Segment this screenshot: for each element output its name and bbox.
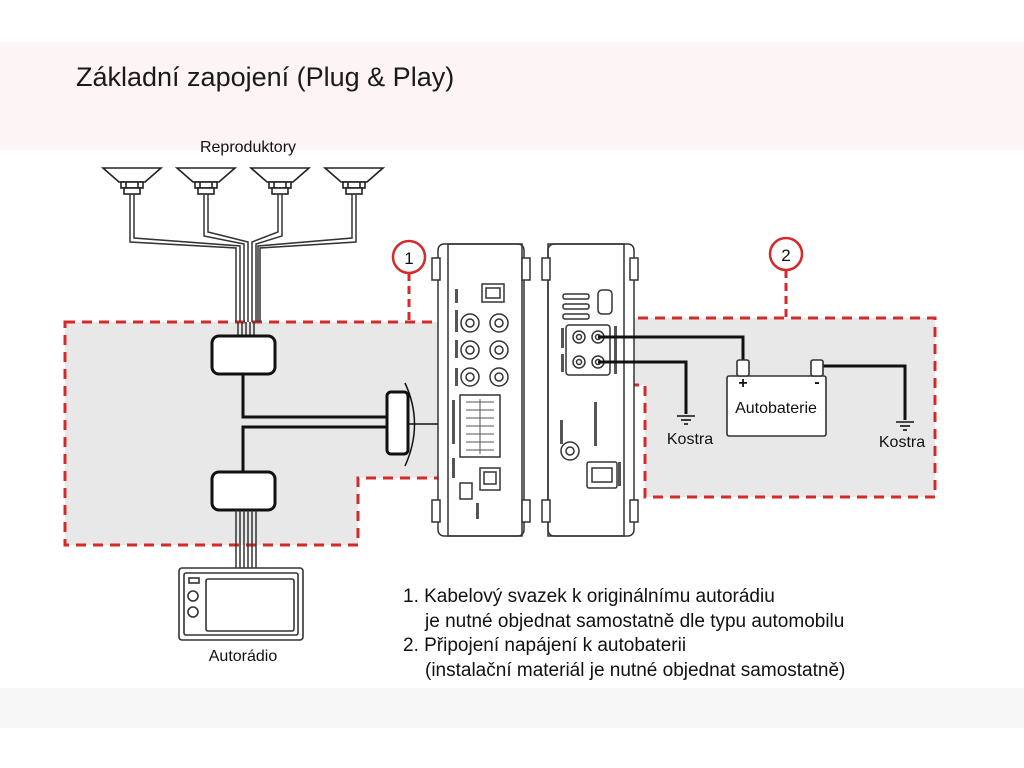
speaker-4-icon — [322, 167, 386, 195]
callout-2-label: 2 — [781, 246, 790, 265]
speaker-wires — [129, 194, 357, 322]
ground-left-icon — [677, 415, 695, 425]
radio-label-bg — [181, 644, 341, 688]
speaker-1-icon — [100, 167, 164, 195]
harness-cables — [241, 374, 389, 472]
speaker-3-icon — [248, 167, 312, 195]
callout-2: 2 — [768, 236, 804, 318]
amp-front-pins — [466, 399, 494, 454]
radio-label: Autorádio — [209, 648, 278, 665]
car-radio-icon — [178, 567, 304, 641]
note-2-line-1: 2. Připojení napájení k autobaterii — [403, 635, 687, 656]
amplifier-back — [541, 243, 639, 537]
note-2-line-2: (instalační materiál je nutné objednat s… — [425, 659, 846, 681]
callout-1: 1 — [391, 239, 427, 322]
ground-right-label: Kostra — [879, 434, 925, 451]
radio-cables — [235, 510, 257, 570]
ground-left-label: Kostra — [667, 431, 713, 448]
amp-plug — [385, 390, 410, 456]
bundle-top — [237, 322, 255, 336]
amp-back-text — [560, 326, 621, 486]
header-band — [0, 42, 1024, 150]
speaker-2-icon — [174, 167, 238, 195]
connector-top — [210, 334, 277, 376]
battery-label: Autobaterie — [735, 400, 817, 417]
note-1-line-2: je nutné objednat samostatně dle typu au… — [425, 610, 845, 632]
ground-right-icon — [896, 421, 914, 431]
callout-1-label: 1 — [404, 249, 413, 268]
connector-bottom — [210, 470, 277, 512]
speakers-label: Reproduktory — [200, 139, 296, 156]
amp-front-text — [452, 289, 479, 519]
battery-minus: - — [814, 374, 819, 391]
page-title: Základní zapojení (Plug & Play) — [76, 62, 455, 92]
notes: 1. Kabelový svazek k originálnímu autorá… — [403, 585, 845, 683]
battery-icon — [726, 359, 827, 437]
battery-plus: + — [738, 375, 747, 392]
footer-band — [0, 688, 1024, 728]
amplifier-front — [431, 243, 531, 537]
note-1-line-1: 1. Kabelový svazek k originálnímu autorá… — [403, 586, 775, 607]
